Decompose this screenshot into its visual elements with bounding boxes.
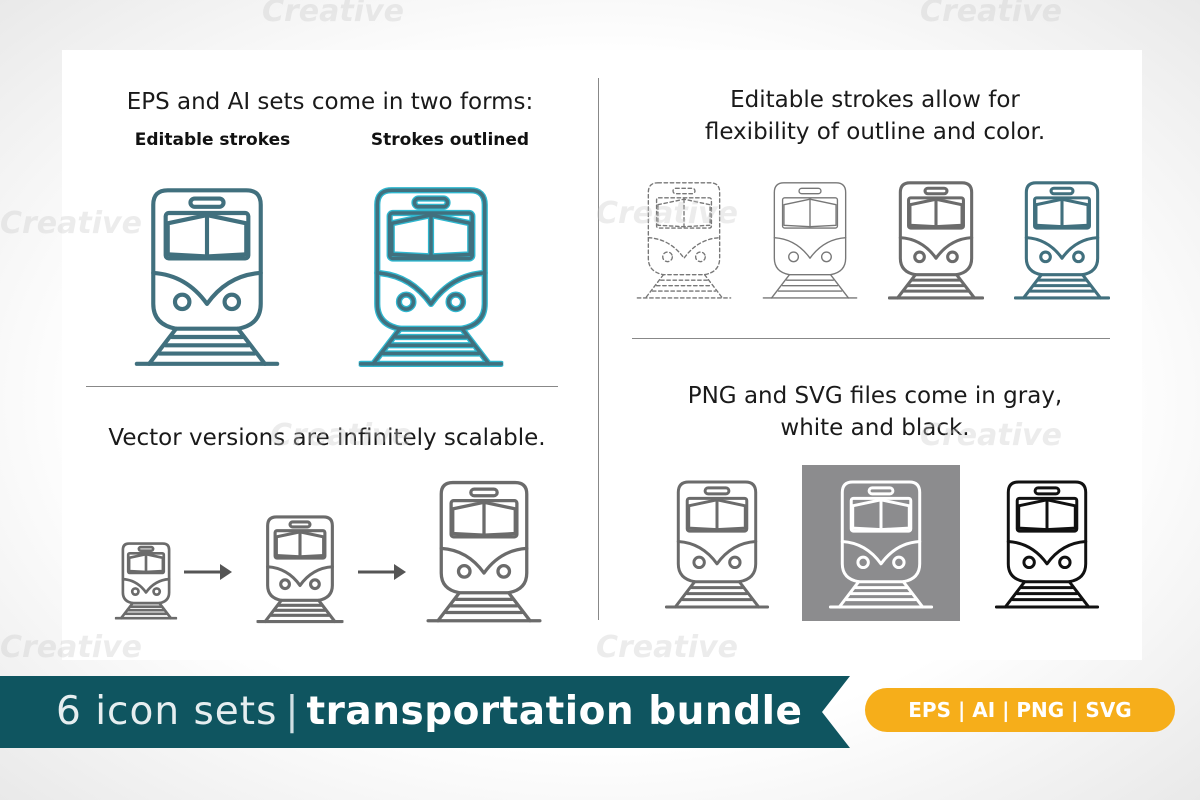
title-banner: [0, 676, 850, 748]
train-icon: [994, 476, 1100, 610]
vertical-divider: [598, 78, 599, 620]
editable-heading-line1: Editable strokes allow for: [730, 87, 1020, 113]
strokes-outlined-label: Strokes outlined: [370, 130, 530, 150]
train-icon: [422, 476, 546, 624]
watermark: Creative: [596, 196, 738, 231]
arrow-right-icon: [184, 564, 232, 580]
train-icon: [664, 476, 770, 610]
train-icon: [762, 176, 858, 302]
train-icon: [132, 182, 282, 368]
editable-strokes-label: Editable strokes: [134, 130, 291, 150]
watermark: Creative: [596, 630, 738, 665]
watermark: Creative: [0, 206, 142, 241]
watermark: Creative: [920, 0, 1062, 29]
watermark: Creative: [920, 418, 1062, 453]
train-icon: [356, 182, 506, 368]
train-icon: [636, 176, 732, 302]
files-heading-line2: white and black.: [780, 415, 970, 441]
train-icon: [888, 176, 984, 302]
train-icon: [114, 540, 178, 620]
arrow-right-icon: [358, 564, 406, 580]
banner-title: 6 icon sets|transportation bundle: [56, 684, 802, 740]
eps-ai-heading: EPS and AI sets come in two forms:: [126, 89, 534, 115]
editable-heading-line2: flexibility of outline and color.: [704, 119, 1046, 145]
scalable-heading: Vector versions are infinitely scalable.: [108, 425, 546, 451]
right-divider: [632, 338, 1110, 339]
watermark: Creative: [270, 418, 412, 453]
banner-separator: |: [285, 689, 299, 734]
left-divider: [86, 386, 558, 387]
bundle-title: transportation bundle: [306, 689, 803, 734]
watermark: Creative: [262, 0, 404, 29]
files-heading-line1: PNG and SVG files come in gray,: [687, 383, 1063, 409]
train-icon: [828, 476, 934, 610]
icon-sets-count: 6 icon sets: [56, 689, 278, 734]
train-icon: [254, 512, 346, 624]
formats-badge: EPS | AI | PNG | SVG: [865, 688, 1175, 732]
watermark: Creative: [0, 630, 142, 665]
train-icon: [1014, 176, 1110, 302]
